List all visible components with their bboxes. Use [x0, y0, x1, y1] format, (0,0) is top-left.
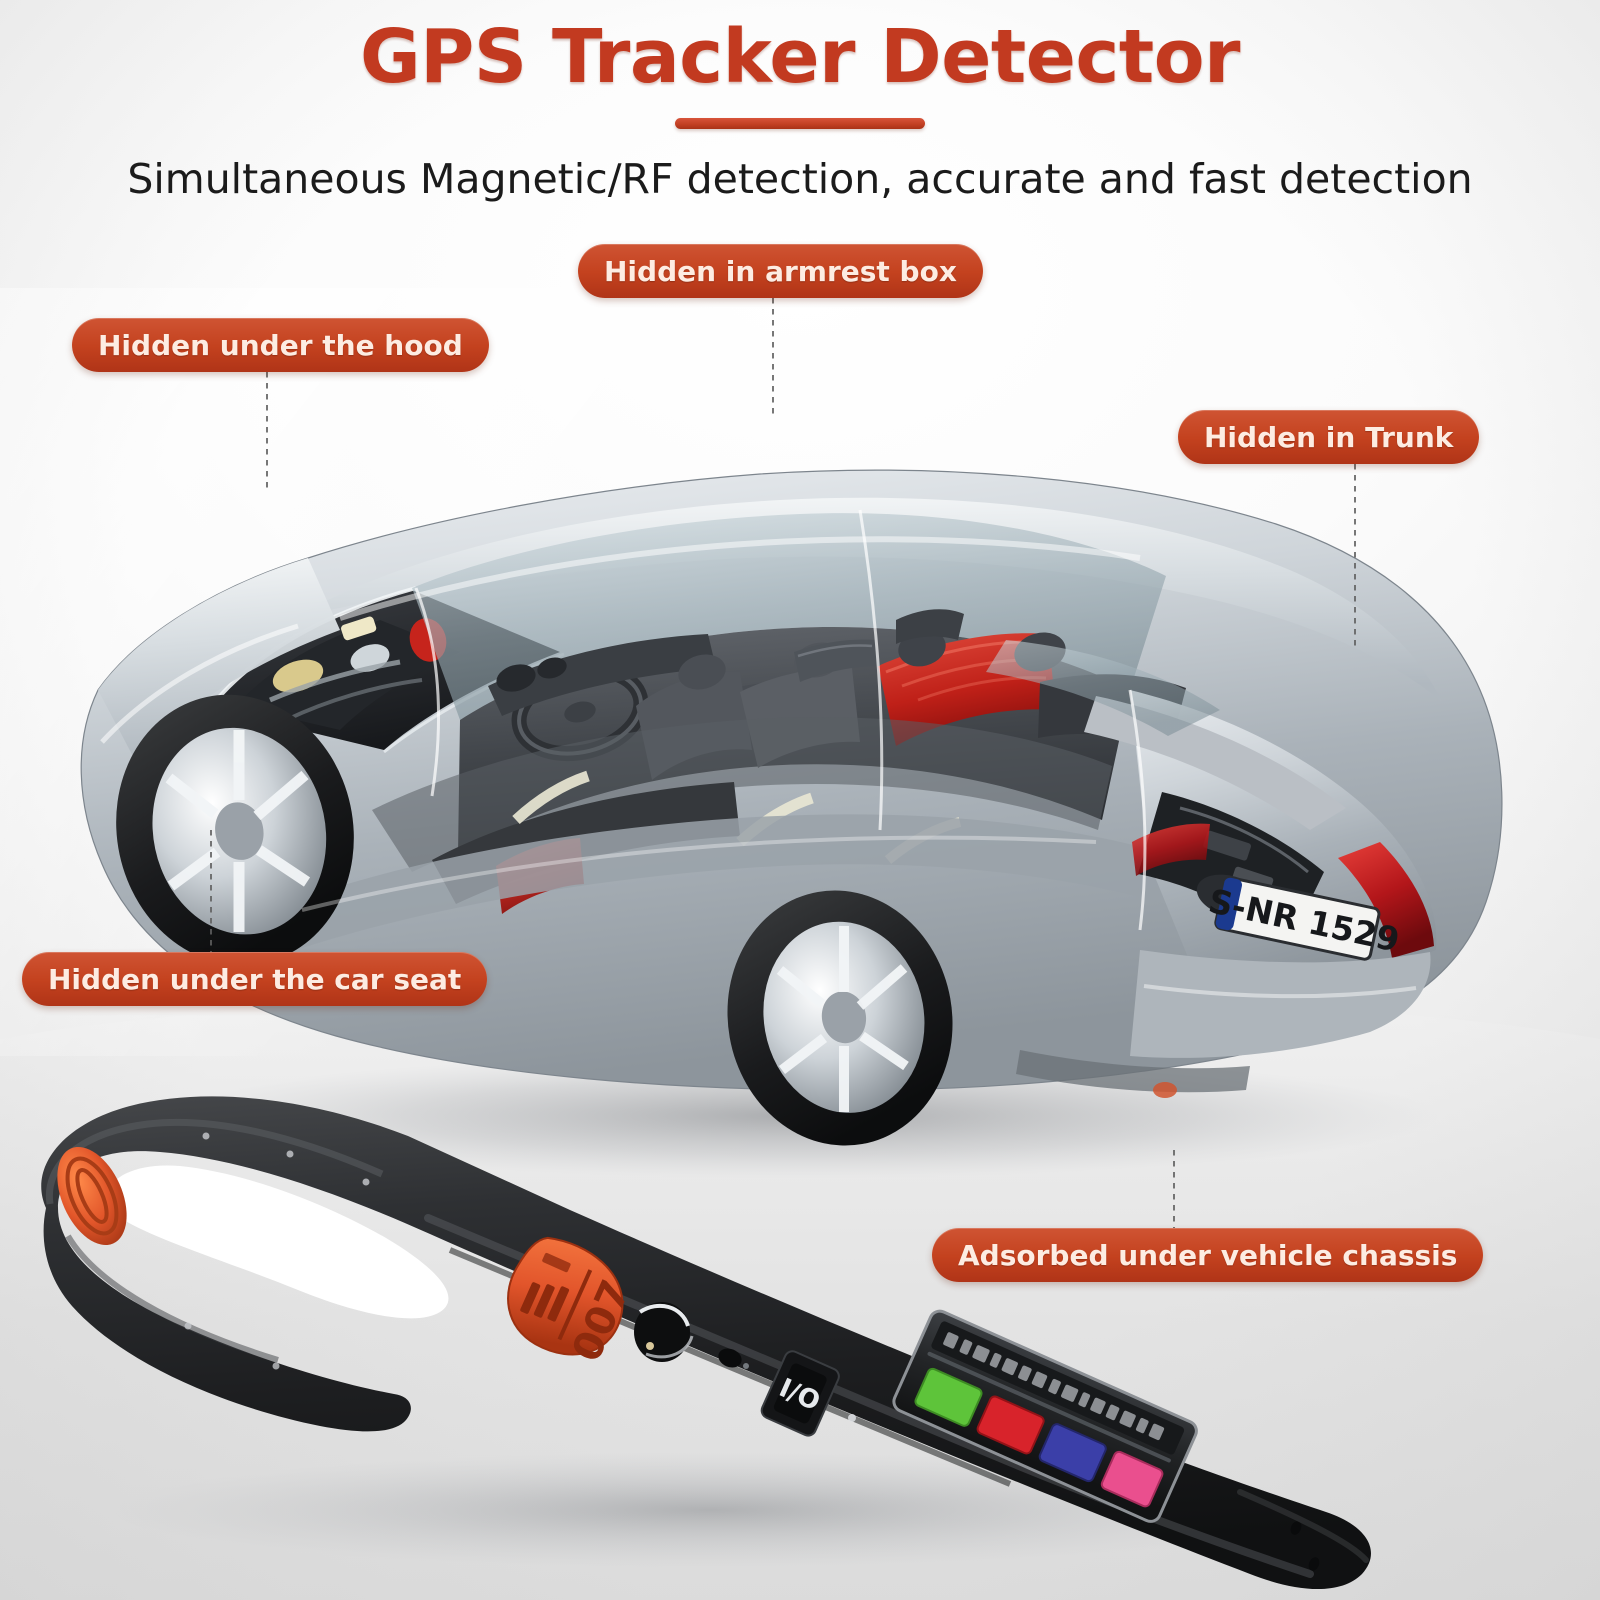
leader-line-seat [210, 830, 212, 952]
power-switch-group: I/O [760, 1350, 840, 1437]
leader-line-hood [266, 372, 268, 490]
page-title: GPS Tracker Detector [359, 14, 1241, 100]
callout-hidden-in-trunk: Hidden in Trunk [1178, 410, 1480, 464]
callout-hidden-in-armrest-box: Hidden in armrest box [578, 244, 983, 298]
leader-line-chassis [1173, 1150, 1175, 1228]
callout-adsorbed-under-vehicle-chassis: Adsorbed under vehicle chassis [932, 1228, 1484, 1282]
badge-007-group: 007 [507, 1236, 640, 1368]
handheld-metal-detector-wand: 007 I/O [10, 1040, 1390, 1600]
header: GPS Tracker Detector Simultaneous Magnet… [0, 0, 1600, 203]
sensitivity-knob-group [634, 1302, 694, 1362]
indicator-panel-group [892, 1309, 1198, 1523]
callout-hidden-under-the-car-seat: Hidden under the car seat [22, 952, 488, 1006]
leader-line-trunk [1354, 464, 1356, 650]
speaker-grille-group [57, 1146, 127, 1246]
page-subtitle: Simultaneous Magnetic/RF detection, accu… [127, 155, 1473, 203]
title-divider [675, 118, 925, 129]
callout-hidden-under-the-hood: Hidden under the hood [72, 318, 489, 372]
leader-line-armrest [772, 298, 774, 418]
